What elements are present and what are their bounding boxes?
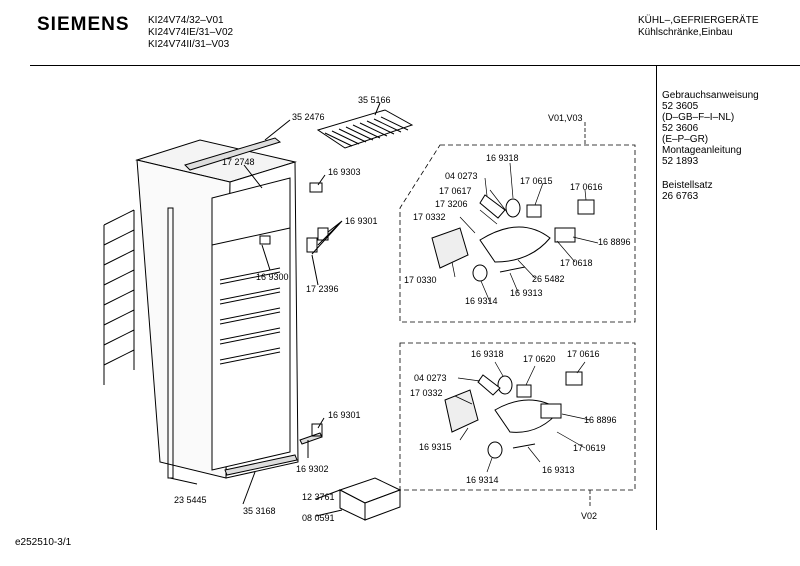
cabinet-drawing [103,102,414,521]
part-label: 17 0617 [439,186,472,196]
part-label: 16 9303 [328,167,361,177]
part-label: 35 3168 [243,506,276,516]
part-label: 17 0332 [413,212,446,222]
side-line: (E–P–GR) [662,134,709,145]
side-line: Gebrauchsanweisung [662,90,759,101]
part-label: 17 0616 [570,182,603,192]
part-label: 23 5445 [174,495,207,505]
part-label: 35 5166 [358,95,391,105]
side-line: 26 6763 [662,191,699,202]
part-label: 16 9315 [419,442,452,452]
part-label: 08 0591 [302,513,335,523]
part-label: 16 8896 [584,415,617,425]
lamp-group-top [399,122,636,323]
part-label: 04 0273 [445,171,478,181]
part-label: 16 9313 [510,288,543,298]
part-label: 16 9301 [345,216,378,226]
part-label: 16 9301 [328,410,361,420]
part-label: 17 0619 [573,443,606,453]
side-divider [656,65,657,530]
part-label: 12 3761 [302,492,335,502]
part-label: 16 9300 [256,272,289,282]
header-divider [30,65,800,66]
part-label: 04 0273 [414,373,447,383]
part-label: 16 9313 [542,465,575,475]
side-line: (D–GB–F–I–NL) [662,112,735,123]
part-label: 16 9314 [465,296,498,306]
variant-label-bottom: V02 [581,511,597,521]
side-line: Beistellsatz [662,180,713,191]
part-label: 16 9314 [466,475,499,485]
side-line: Montageanleitung [662,145,742,156]
brand-logo: SIEMENS [37,14,130,35]
model-line-1: KI24V74/32–V01 [148,15,224,26]
lamp-group-bottom [399,342,636,508]
part-label: 17 0620 [523,354,556,364]
part-label: 16 9318 [486,153,519,163]
side-line: 52 3606 [662,123,699,134]
model-line-2: KI24V74IE/31–V02 [148,27,234,38]
part-label: 16 8896 [598,237,631,247]
part-label: 17 2396 [306,284,339,294]
part-label: 17 0332 [410,388,443,398]
category-line-1: KÜHL–,GEFRIERGERÄTE [638,15,759,26]
part-label: 17 0616 [567,349,600,359]
document-code: e252510-3/1 [15,537,72,548]
model-line-3: KI24V74II/31–V03 [148,39,230,50]
part-label: 16 9318 [471,349,504,359]
variant-label-top: V01,V03 [548,113,583,123]
part-label: 17 3206 [435,199,468,209]
side-line: 52 1893 [662,156,699,167]
part-label: 17 0330 [404,275,437,285]
part-label: 35 2476 [292,112,325,122]
part-label: 26 5482 [532,274,565,284]
side-line: 52 3605 [662,101,699,112]
part-label: 17 0615 [520,176,553,186]
category-line-2: Kühlschränke,Einbau [638,27,733,38]
part-label: 17 0618 [560,258,593,268]
part-label: 17 2748 [222,157,255,167]
part-label: 16 9302 [296,464,329,474]
